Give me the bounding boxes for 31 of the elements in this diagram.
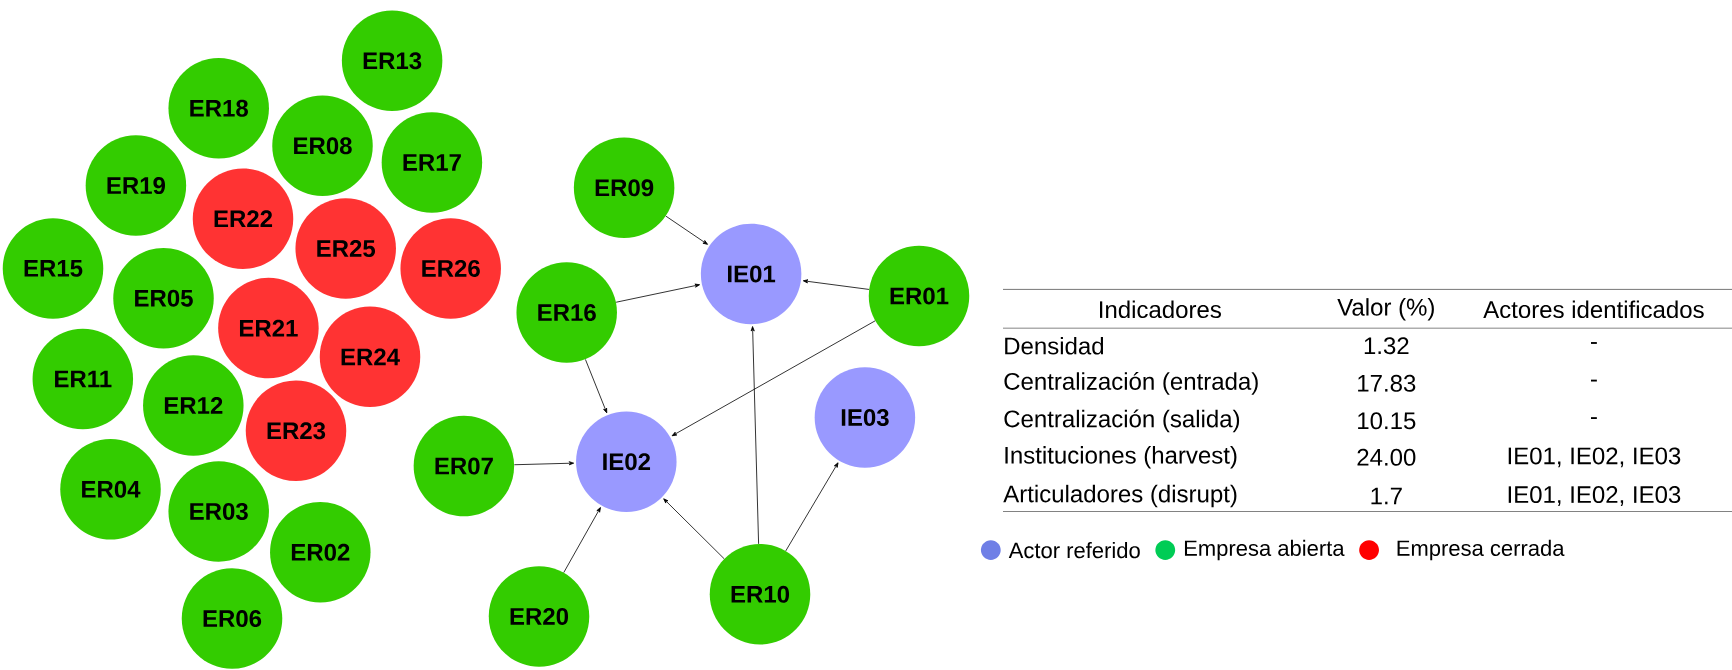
table-cell: - <box>1591 342 1597 344</box>
table-cell: Valor (%) <box>1337 298 1434 321</box>
legend-label: Actor referido <box>1008 542 1140 559</box>
table-cell: Articuladores (disrupt) <box>1003 484 1237 508</box>
table-cell: 17.83 <box>1358 374 1416 392</box>
table-cell: Instituciones (harvest) <box>1005 446 1237 469</box>
arrow <box>615 283 700 303</box>
arrow <box>802 279 870 290</box>
arrow <box>585 359 608 414</box>
table-cell: - <box>1591 379 1597 382</box>
arrow <box>665 215 708 245</box>
table-cell: IE01, IE02, IE03 <box>1508 486 1681 506</box>
table-cell: 10.15 <box>1358 412 1416 430</box>
arrow <box>785 462 839 552</box>
legend-label: Empresa cerrada <box>1397 539 1565 561</box>
table-cell: 1.32 <box>1364 337 1409 355</box>
arrow <box>750 326 759 545</box>
table-cell: IE01, IE02, IE03 <box>1508 447 1681 468</box>
arrow <box>671 320 876 437</box>
table-cell: 24.00 <box>1357 448 1416 466</box>
table-cell: Actores identificados <box>1483 300 1704 319</box>
table-cell: Densidad <box>1005 336 1104 355</box>
table-cell: Centralización (entrada) <box>1004 372 1258 395</box>
legend-label: Empresa abierta <box>1184 539 1345 561</box>
arrow <box>563 507 601 573</box>
table-cell: Indicadores <box>1100 300 1221 319</box>
arrow <box>513 461 575 466</box>
table-cell: Centralización (salida) <box>1004 409 1240 433</box>
table-cell: - <box>1591 417 1597 419</box>
arrow <box>663 498 725 560</box>
table-cell: 1.7 <box>1371 487 1402 505</box>
